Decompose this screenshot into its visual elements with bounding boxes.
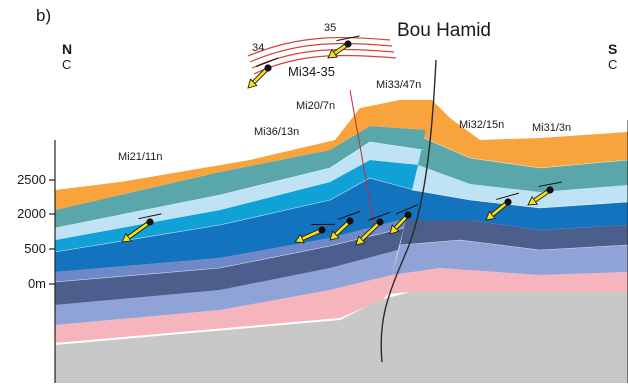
- paleomag-arrow: [248, 58, 278, 88]
- site-dot: [546, 186, 553, 193]
- inset-strike-34: 34: [252, 42, 264, 54]
- depth-axis-ticks: [49, 180, 55, 284]
- site-dot: [146, 218, 153, 225]
- left-direction-label: N: [62, 42, 72, 56]
- inset-strike-35: 35: [324, 22, 336, 34]
- site-dot: [504, 198, 511, 205]
- depth-tick-0m: 0m: [2, 276, 46, 291]
- panel-label: b): [36, 6, 51, 26]
- site-label-mi21: Mi21/11n: [118, 151, 162, 163]
- site-dot: [344, 40, 351, 47]
- site-dot: [346, 217, 353, 224]
- site-dot: [376, 218, 383, 225]
- site-dot: [404, 211, 411, 218]
- depth-tick-2500: 2500: [2, 172, 46, 187]
- site-label-mi31: Mi31/3n: [532, 122, 571, 134]
- site-dot: [318, 226, 325, 233]
- right-code-label: C: [608, 58, 617, 72]
- site-label-mi33: Mi33/47n: [376, 79, 421, 91]
- site-label-mi20: Mi20/7n: [296, 100, 335, 112]
- right-direction-label: S: [608, 42, 617, 56]
- site-label-mi36: Mi36/13n: [254, 126, 299, 138]
- place-name: Bou Hamid: [397, 20, 491, 42]
- depth-tick-500: 500: [2, 241, 46, 256]
- inset-label: Mi34-35: [288, 64, 335, 79]
- site-label-mi32: Mi32/15n: [459, 119, 504, 131]
- left-code-label: C: [62, 58, 71, 72]
- site-dot: [264, 64, 271, 71]
- depth-tick-2000: 2000: [2, 206, 46, 221]
- paleomag-arrow: [328, 36, 359, 58]
